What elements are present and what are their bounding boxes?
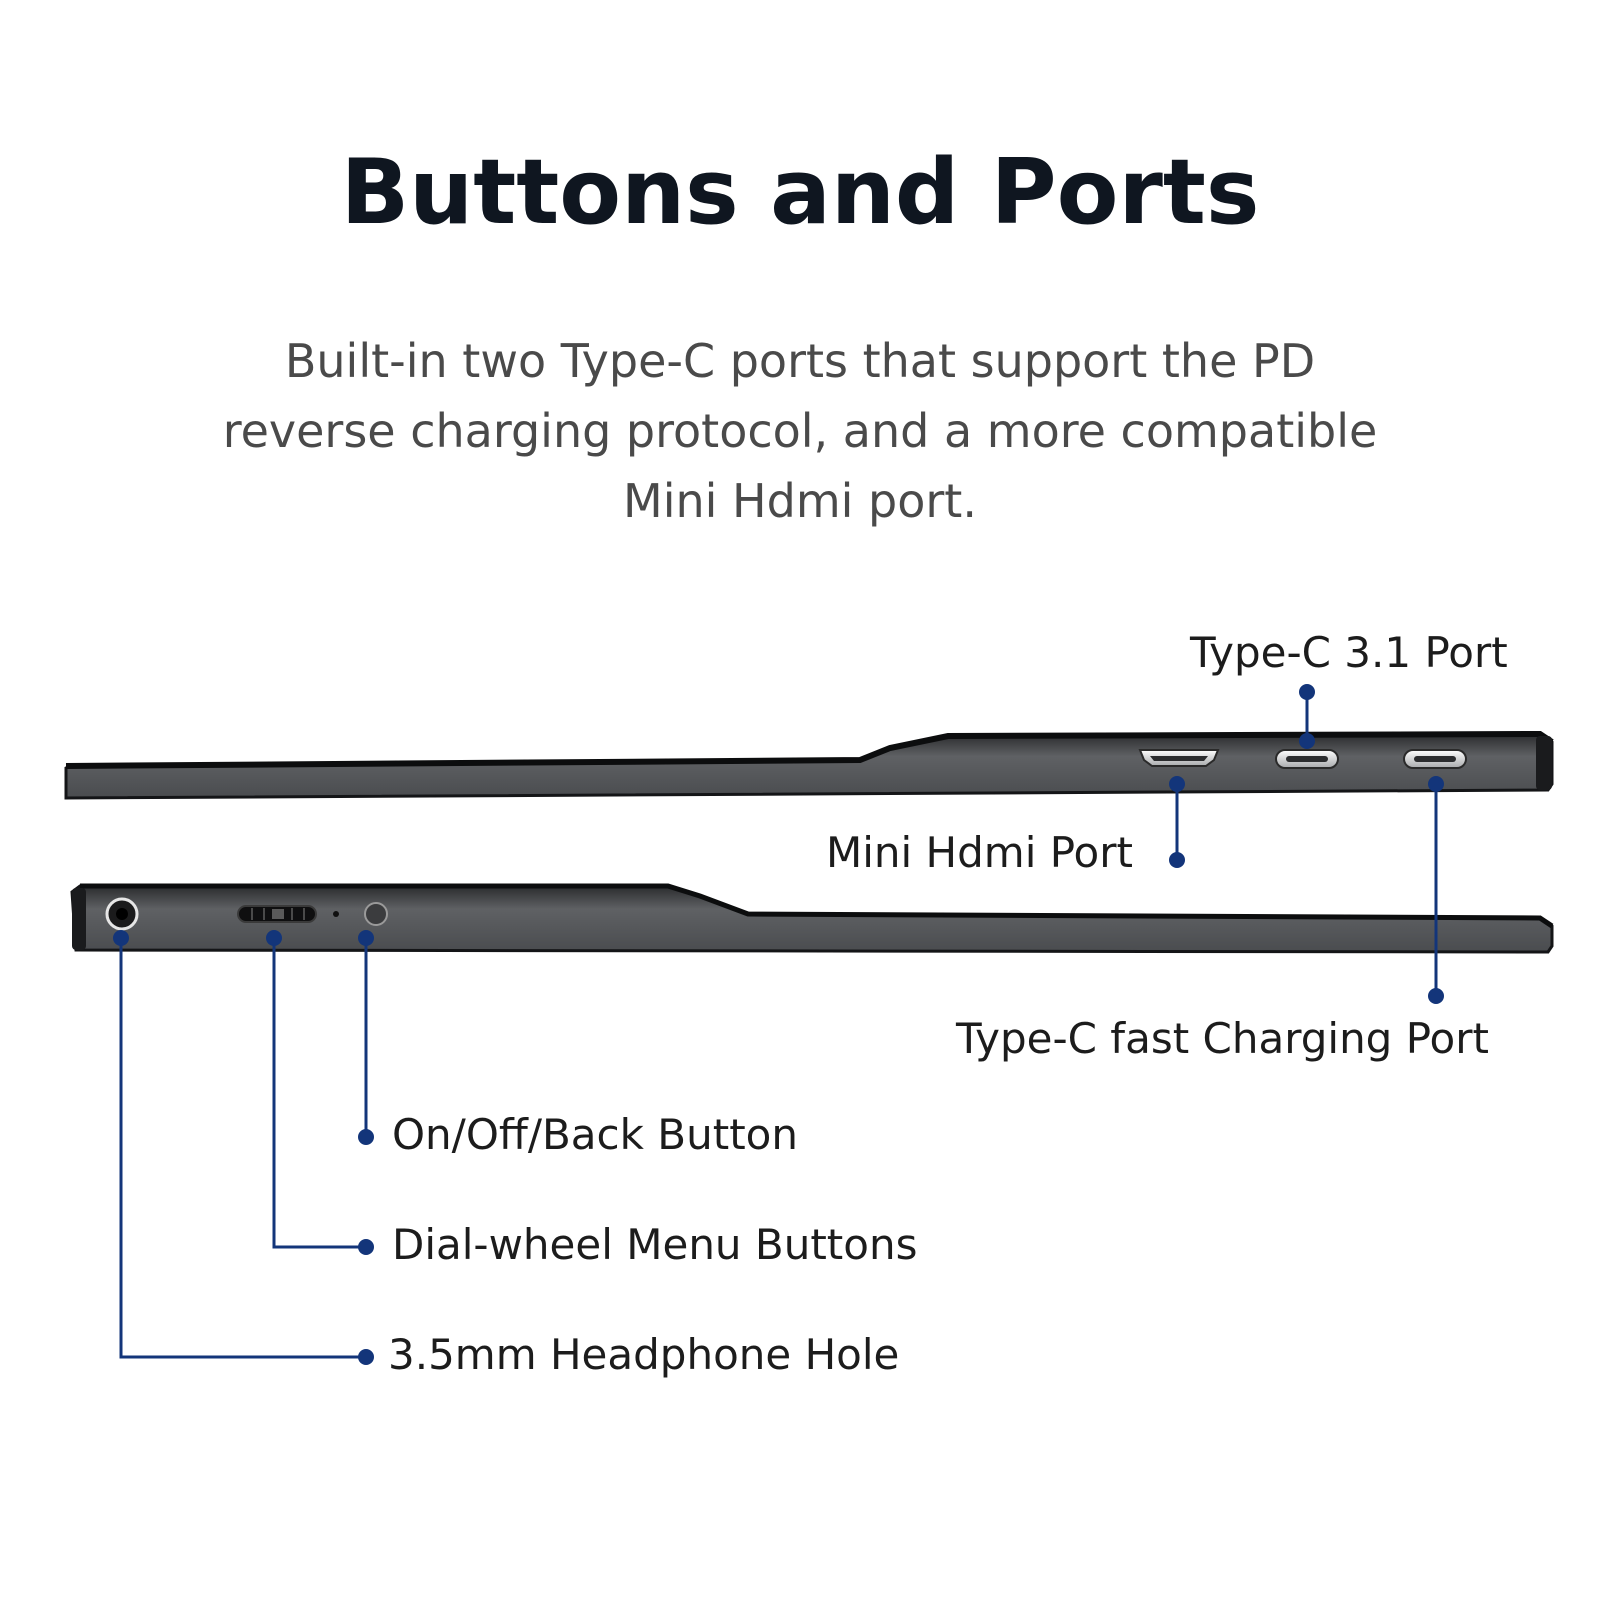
device-right-edge-cap: [1536, 736, 1552, 790]
headphone-jack-icon: [105, 897, 139, 931]
device-left-edge-view: [70, 883, 1554, 954]
dial-wheel-leader-dot: [266, 930, 282, 946]
headphone-leader-dot: [113, 930, 129, 946]
headphone-leader: [119, 938, 366, 1359]
mini-hdmi-leader-dot: [1169, 776, 1185, 792]
type-c-charging-port-icon: [1403, 749, 1467, 769]
device-left-edge-cap: [72, 888, 86, 950]
power-button-label: On/Off/Back Button: [392, 1110, 798, 1159]
headphone-label: 3.5mm Headphone Hole: [388, 1330, 900, 1379]
page-title: Buttons and Ports: [340, 140, 1260, 245]
description-line-2: reverse charging protocol, and a more co…: [222, 404, 1378, 458]
power-button-leader-dot: [358, 1129, 374, 1145]
type-c-charging-port-label: Type-C fast Charging Port: [956, 1014, 1489, 1063]
type-c-31-port-label: Type-C 3.1 Port: [1190, 628, 1508, 677]
device-left-edge-top-rim: [80, 883, 1554, 929]
dial-wheel-leader: [272, 938, 366, 1249]
mini-hdmi-leader-dot: [1169, 852, 1185, 868]
dial-wheel-label: Dial-wheel Menu Buttons: [392, 1220, 918, 1269]
power-button-icon: [364, 902, 388, 926]
dial-wheel-icon: [237, 905, 317, 923]
type-c-31-port-icon: [1275, 749, 1339, 769]
power-button-leader-dot: [358, 930, 374, 946]
type-c-charging-leader-dot: [1428, 776, 1444, 792]
type-c-31-leader-dot: [1299, 733, 1315, 749]
mini-hdmi-port-icon: [1138, 749, 1220, 767]
dial-wheel-leader-dot: [358, 1239, 374, 1255]
type-c-charging-leader-dot: [1428, 988, 1444, 1004]
headphone-leader-dot: [358, 1349, 374, 1365]
device-right-edge-view: [64, 730, 1554, 800]
description: Built-in two Type-C ports that support t…: [200, 326, 1400, 536]
indicator-led-icon: [333, 911, 339, 917]
description-line-3: Mini Hdmi port.: [623, 474, 977, 528]
mini-hdmi-port-label: Mini Hdmi Port: [826, 828, 1133, 877]
callout-leaders: [113, 684, 1444, 1365]
type-c-31-leader-dot: [1299, 684, 1315, 700]
description-line-1: Built-in two Type-C ports that support t…: [284, 334, 1316, 388]
device-right-edge-top-rim: [65, 730, 1554, 769]
